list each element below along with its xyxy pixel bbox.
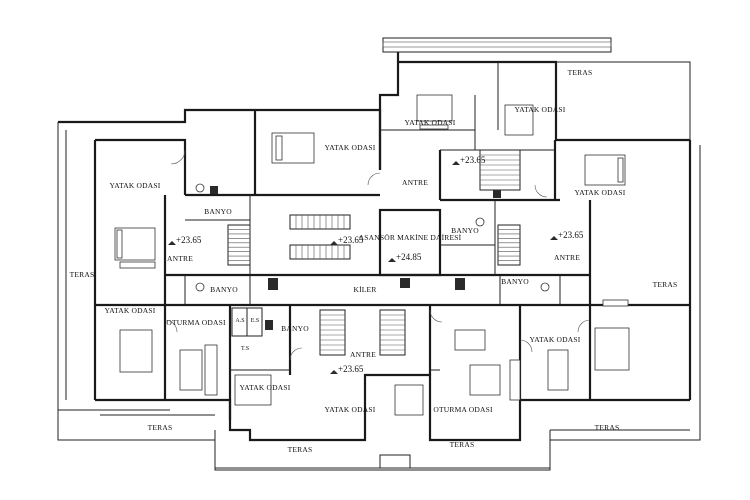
level-text: +23.65 [338,364,364,374]
room-label: ANTRE [554,253,580,262]
level-marker: +24.85 [388,252,422,262]
room-label: BANYO [204,207,232,216]
room-label: TERAS [568,68,593,77]
room-label: YATAK ODASI [325,143,376,152]
level-markers: +23.65 +23.65 +23.65 +23.65 +24.85 +23.6… [168,155,584,374]
room-label: TERAS [288,445,313,454]
room-label: A.S [235,318,244,324]
bed [416,94,453,122]
room-label: YATAK ODASI [325,405,376,414]
room-label: YATAK ODASI [105,306,156,315]
room-label: TERAS [653,280,678,289]
room-label: BANYO [451,226,479,235]
doors [164,149,591,361]
stair-flight [227,224,251,266]
level-text: +23.65 [558,230,584,240]
bed [394,384,424,416]
level-marker: +23.65 [550,230,584,240]
sofa [547,349,569,391]
sofa [179,349,203,391]
level-marker: +23.65 [330,364,364,374]
room-label: ANTRE [350,350,376,359]
bed [504,104,534,136]
interior-walls [95,62,690,420]
room-label: OTURMA ODASI [433,405,493,414]
room-label: T.S [241,346,249,352]
level-text: +23.65 [176,235,202,245]
room-label: ASANSÖR MAKİNE DAİRESİ [359,233,462,242]
level-marker: +23.65 [168,235,202,245]
stair-flight [379,309,406,356]
room-label: YATAK ODASI [530,335,581,344]
fixtures [114,94,630,416]
room-label: TERAS [70,270,95,279]
room-labels: TERAS YATAK ODASI YATAK ODASI YATAK ODAS… [70,68,678,454]
room-label: BANYO [210,285,238,294]
room-label: YATAK ODASI [405,118,456,127]
sofa [469,364,501,396]
room-label: E.S [251,318,260,324]
sofa [204,344,218,396]
stairs [227,149,521,356]
room-label: TERAS [148,423,173,432]
room-label: ANTRE [402,178,428,187]
level-text: +24.85 [396,252,422,262]
stair-flight [319,309,346,356]
room-label: OTURMA ODASI [166,318,226,327]
room-label: TERAS [450,440,475,449]
level-marker: +23.65 [452,155,486,165]
room-label: YATAK ODASI [110,181,161,190]
room-label: KİLER [353,285,376,294]
room-label: YATAK ODASI [515,105,566,114]
room-label: BANYO [501,277,529,286]
level-text: +23.65 [338,235,364,245]
room-label: ANTRE [167,254,193,263]
room-label: TERAS [595,423,620,432]
sofa [509,359,521,401]
bed [119,329,153,373]
room-label: YATAK ODASI [325,143,376,152]
sofa [454,329,486,351]
level-text: +23.65 [460,155,486,165]
room-label: YATAK ODASI [575,188,626,197]
room-label: YATAK ODASI [240,383,291,392]
bed [594,327,630,371]
stair-flight [497,224,521,266]
room-label: BANYO [281,324,309,333]
bed [234,374,272,406]
level-marker: +23.65 [330,235,364,245]
